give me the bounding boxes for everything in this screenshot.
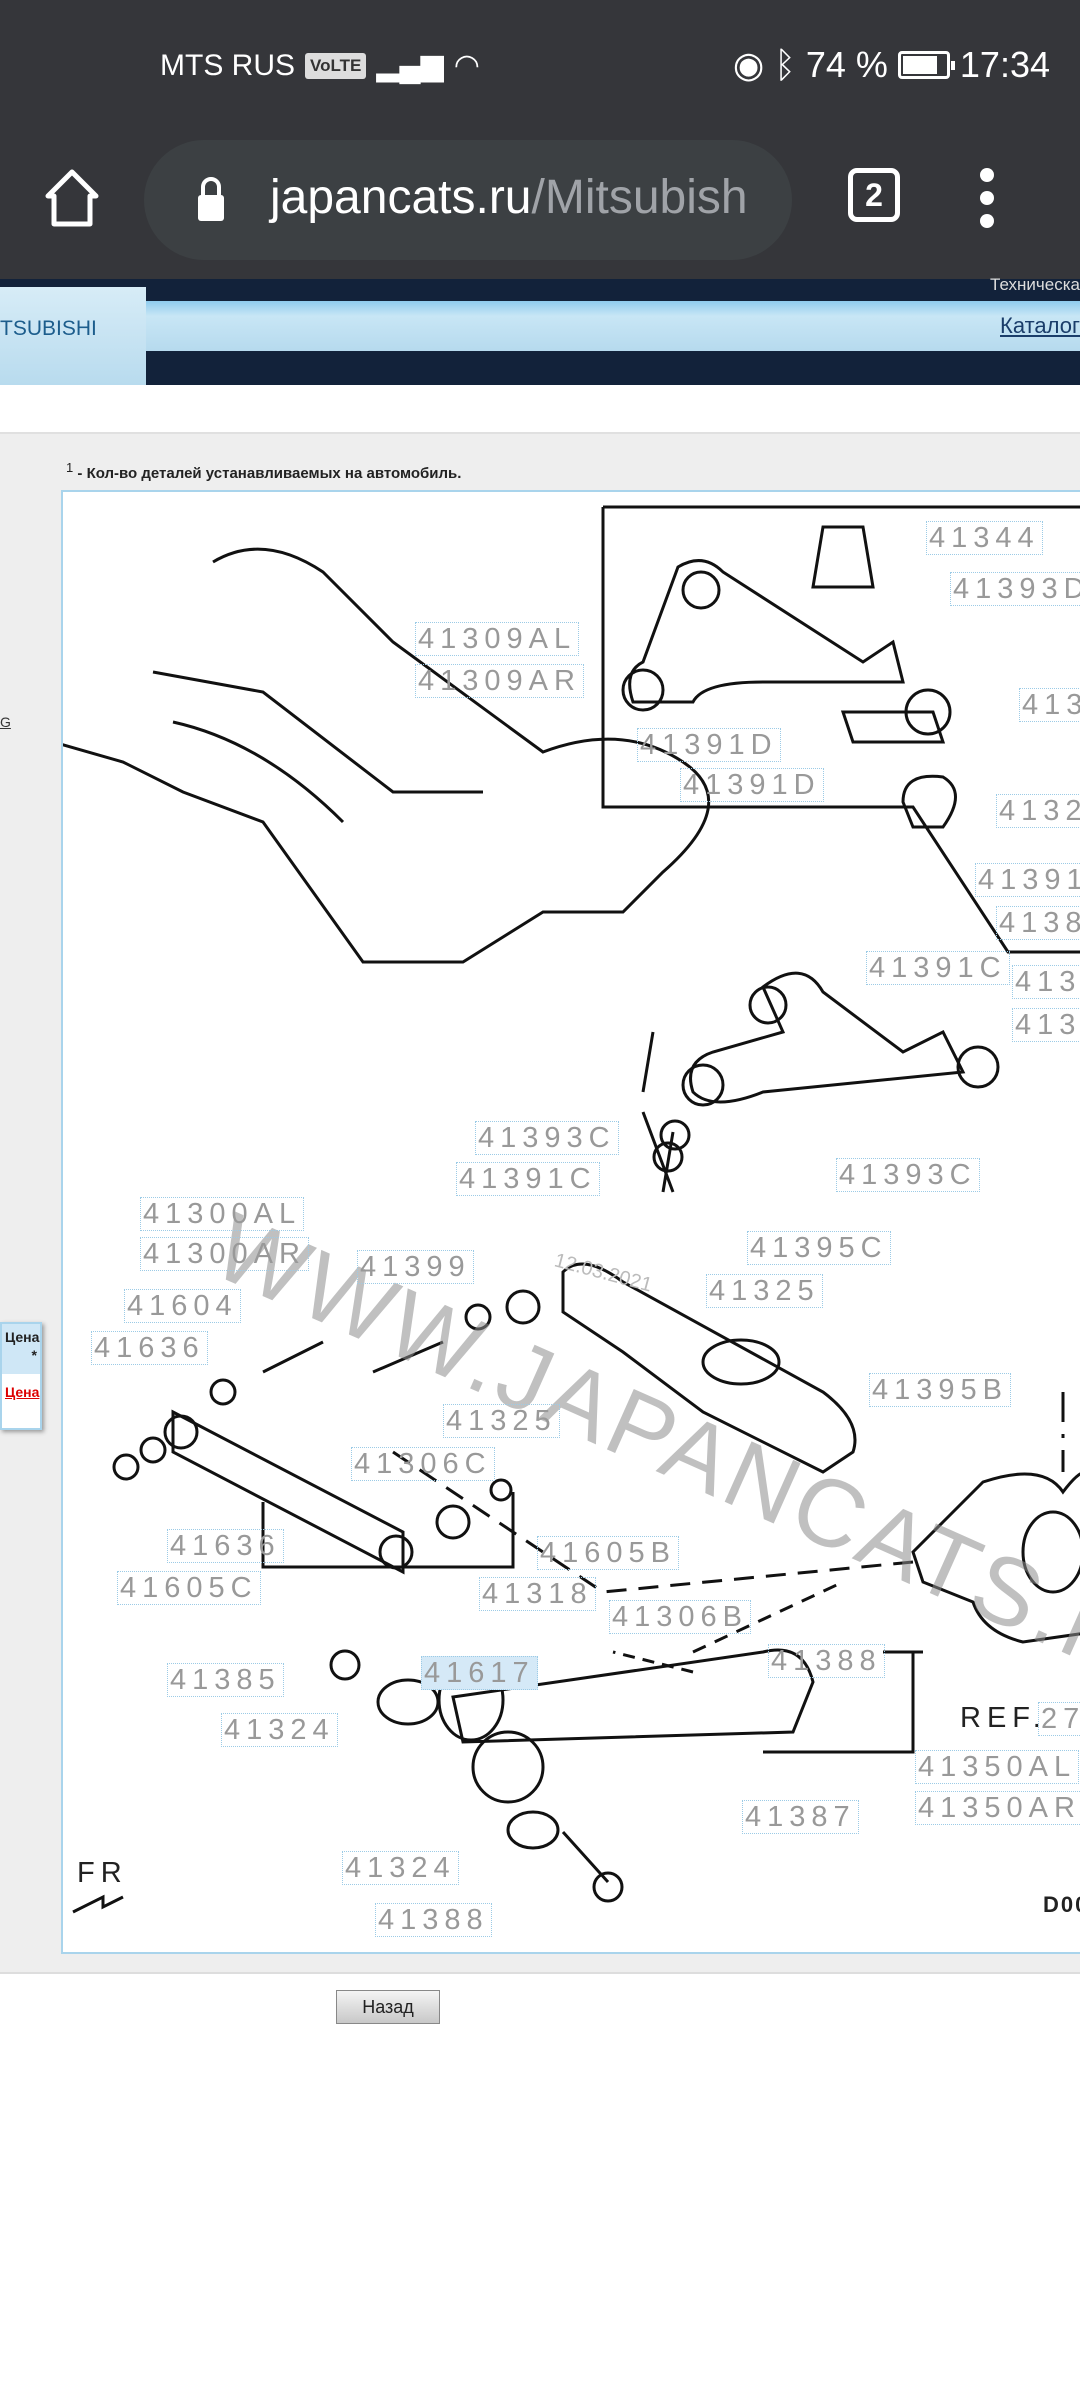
side-link[interactable]: G: [0, 714, 11, 730]
part-label[interactable]: 41636: [167, 1529, 284, 1563]
status-bar: MTS RUS VoLTE ▂▄▆ ◠ ◉ ᛒ 74 % 17:34: [0, 0, 1080, 140]
clock: 17:34: [959, 44, 1050, 85]
part-label[interactable]: 41393C: [475, 1121, 619, 1155]
part-label[interactable]: 41300AR: [140, 1237, 309, 1271]
wifi-icon: ◠: [453, 49, 480, 82]
part-label[interactable]: 4138: [996, 906, 1080, 940]
part-label[interactable]: 41387: [742, 1800, 859, 1834]
browser-toolbar: japancats.ru/Mitsubish 2: [0, 140, 1080, 279]
part-label[interactable]: 41395B: [869, 1373, 1011, 1407]
address-bar[interactable]: japancats.ru/Mitsubish: [144, 140, 792, 260]
part-label[interactable]: 4130: [1012, 965, 1080, 999]
part-label[interactable]: 41605C: [117, 1571, 261, 1605]
part-label[interactable]: 41391D: [637, 728, 781, 762]
part-label[interactable]: 4132: [996, 794, 1080, 828]
part-label[interactable]: 41325: [443, 1404, 560, 1438]
part-label[interactable]: 41318: [479, 1577, 596, 1611]
part-label[interactable]: 41325: [706, 1274, 823, 1308]
signal-icon: ▂▄▆: [376, 49, 444, 82]
catalog-link[interactable]: Каталог: [1000, 313, 1080, 338]
part-label[interactable]: 41391C: [866, 951, 1010, 985]
part-label[interactable]: 41605B: [537, 1536, 679, 1570]
bluetooth-icon: ᛒ: [774, 44, 796, 85]
battery-icon: [897, 51, 955, 79]
part-label[interactable]: 41393C: [836, 1158, 980, 1192]
part-label[interactable]: 41306B: [609, 1600, 751, 1634]
part-label[interactable]: 41604: [124, 1289, 241, 1323]
part-label[interactable]: 27: [1038, 1702, 1080, 1736]
part-label[interactable]: 413: [1019, 688, 1080, 722]
parts-diagram: WWW.JAPANCATS.RU 12.03.2021 41344 41393D…: [61, 490, 1080, 1954]
part-label[interactable]: 41324: [221, 1713, 338, 1747]
front-label: FR: [77, 1857, 128, 1889]
lock-icon: [198, 177, 224, 221]
part-label[interactable]: 41388: [375, 1903, 492, 1937]
part-label[interactable]: 4130: [1012, 1008, 1080, 1042]
eye-icon: ◉: [732, 44, 765, 85]
price-header: Цена *: [2, 1324, 40, 1374]
url-domain: japancats.ru: [270, 171, 532, 224]
part-label[interactable]: 41391D: [680, 768, 824, 802]
back-button[interactable]: Назад: [336, 1990, 440, 2024]
part-label[interactable]: 41350AL: [915, 1750, 1080, 1784]
url-path: /Mitsubish: [531, 171, 748, 224]
part-label[interactable]: 41393D: [950, 572, 1080, 606]
part-label[interactable]: 41309AL: [415, 622, 580, 656]
diagram-code: D00: [1043, 1892, 1080, 1917]
part-label[interactable]: 41300AL: [140, 1197, 305, 1231]
part-label[interactable]: 41391: [975, 863, 1080, 897]
home-icon[interactable]: [40, 166, 104, 230]
footnote: 1 - Кол-во деталей устанавливаемых на ав…: [66, 460, 462, 482]
part-label[interactable]: 41385: [167, 1663, 284, 1697]
part-label[interactable]: 41324: [342, 1851, 459, 1885]
header-tech-text: Техническа: [990, 275, 1080, 294]
ref-label: REF.: [960, 1702, 1047, 1734]
part-label-selected[interactable]: 41617: [421, 1656, 538, 1690]
price-link[interactable]: Цена: [5, 1384, 40, 1400]
more-menu-icon[interactable]: [980, 168, 994, 228]
volte-icon: VoLTE: [305, 52, 367, 79]
brand-tab[interactable]: TSUBISHI: [0, 317, 97, 340]
suspension-drawing: [63, 505, 1080, 1914]
part-label[interactable]: 41388: [768, 1644, 885, 1678]
price-popup: Цена * Цена: [0, 1322, 42, 1430]
part-label[interactable]: 41350AR: [915, 1791, 1080, 1825]
url-text[interactable]: japancats.ru/Mitsubish: [270, 170, 748, 225]
part-label[interactable]: 41636: [91, 1331, 208, 1365]
part-label[interactable]: 41391C: [456, 1162, 600, 1196]
tab-switcher-button[interactable]: 2: [848, 168, 900, 222]
part-label[interactable]: 41306C: [351, 1447, 495, 1481]
site-header: TSUBISHI Техническа Каталог: [0, 275, 1080, 385]
part-label[interactable]: 41309AR: [415, 664, 584, 698]
part-label[interactable]: 41344: [926, 521, 1043, 555]
carrier: MTS RUS: [160, 48, 295, 82]
battery-percent: 74 %: [805, 44, 888, 85]
part-label[interactable]: 41395C: [747, 1231, 891, 1265]
part-label[interactable]: 41399: [357, 1250, 474, 1284]
divider: [0, 1972, 1080, 1974]
